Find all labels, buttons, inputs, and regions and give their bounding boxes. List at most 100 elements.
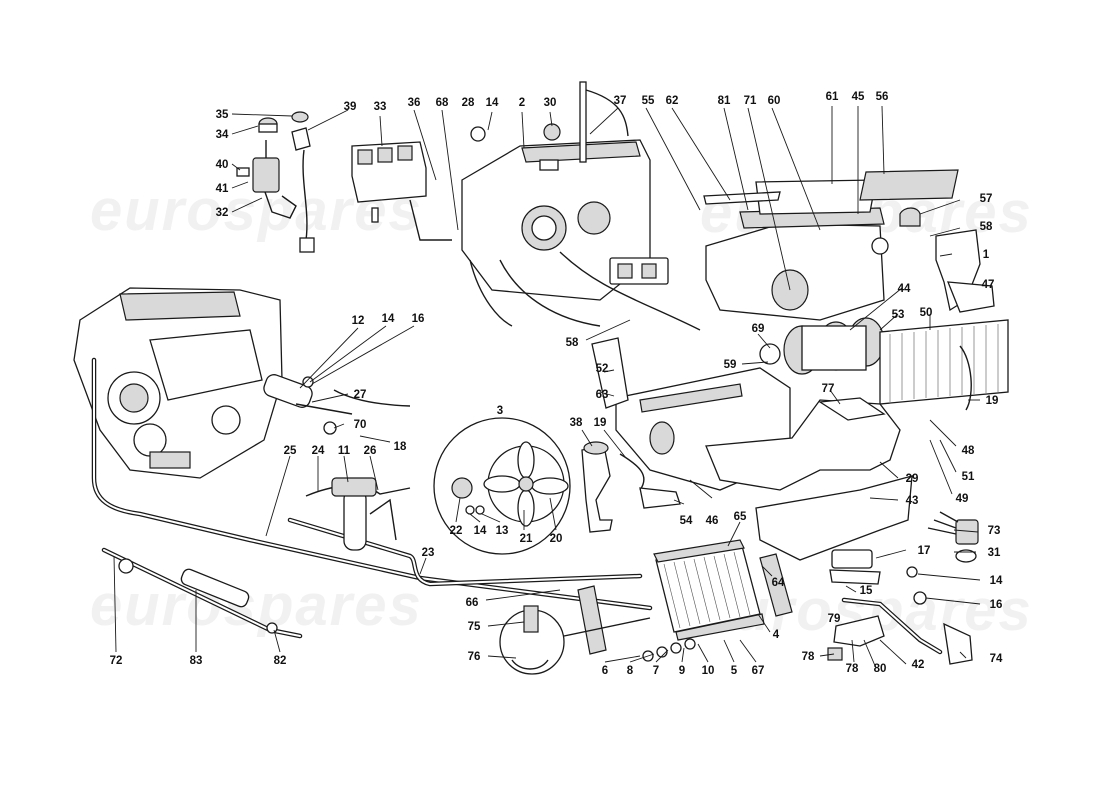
callout-63: 63 (596, 389, 609, 401)
callout-14-left: 14 (382, 313, 395, 325)
callout-46: 46 (706, 515, 719, 527)
callout-67: 67 (752, 665, 765, 677)
callout-23: 23 (422, 547, 435, 559)
callout-9: 9 (679, 665, 685, 677)
callout-59: 59 (724, 359, 737, 371)
callout-83: 83 (190, 655, 203, 667)
callout-47: 47 (982, 279, 995, 291)
callout-24: 24 (312, 445, 325, 457)
callout-62: 62 (666, 95, 679, 107)
callout-55: 55 (642, 95, 655, 107)
callout-16-right: 16 (990, 599, 1003, 611)
callout-15: 15 (860, 585, 873, 597)
condenser-fan-inset (433, 417, 571, 555)
callout-76: 76 (468, 651, 481, 663)
clamp-inset (499, 605, 651, 675)
callout-44: 44 (898, 283, 911, 295)
callout-78-right: 78 (846, 663, 859, 675)
callout-14-right: 14 (990, 575, 1003, 587)
callout-57: 57 (980, 193, 993, 205)
callout-8: 8 (627, 665, 634, 677)
callout-80: 80 (874, 663, 887, 675)
callout-35: 35 (216, 109, 229, 121)
callout-5: 5 (731, 665, 738, 677)
distribution-box (703, 169, 959, 321)
callout-38: 38 (570, 417, 583, 429)
callout-52: 52 (596, 363, 609, 375)
callout-14-top: 14 (486, 97, 499, 109)
callout-81: 81 (718, 95, 731, 107)
callout-2: 2 (519, 97, 525, 109)
refrigerant-lines (91, 357, 653, 611)
callout-53: 53 (892, 309, 905, 321)
callout-69: 69 (752, 323, 765, 335)
callout-73: 73 (988, 525, 1001, 537)
callout-36: 36 (408, 97, 421, 109)
callout-7: 7 (653, 665, 659, 677)
callout-40: 40 (216, 159, 229, 171)
callout-58-top: 58 (980, 221, 993, 233)
callout-10: 10 (702, 665, 715, 677)
callout-28: 28 (462, 97, 475, 109)
watermark-text: eurospares (90, 573, 423, 638)
callout-29: 29 (906, 473, 919, 485)
callout-66: 66 (466, 597, 479, 609)
callout-60: 60 (768, 95, 781, 107)
leader-lines (113, 105, 981, 669)
callout-70: 70 (354, 419, 367, 431)
relay-block (351, 141, 452, 241)
callout-54: 54 (680, 515, 693, 527)
callout-1: 1 (983, 249, 990, 261)
callout-68: 68 (436, 97, 449, 109)
callout-16-left: 16 (412, 313, 425, 325)
callout-75: 75 (468, 621, 481, 633)
line-end-83 (101, 547, 303, 639)
callout-33: 33 (374, 101, 387, 113)
callout-21: 21 (520, 533, 533, 545)
control-actuator-assembly (236, 111, 315, 253)
callout-37: 37 (614, 95, 627, 107)
callout-20: 20 (550, 533, 563, 545)
callout-18: 18 (394, 441, 407, 453)
pressure-switch-38 (581, 441, 681, 533)
callout-6: 6 (602, 665, 608, 677)
callout-78-left: 78 (802, 651, 815, 663)
callout-72: 72 (110, 655, 123, 667)
callout-31: 31 (988, 547, 1001, 559)
callout-58-mid: 58 (566, 337, 579, 349)
callout-26: 26 (364, 445, 377, 457)
callout-79: 79 (828, 613, 841, 625)
callout-56: 56 (876, 91, 889, 103)
blower-assembly (759, 317, 885, 375)
callout-14-fan: 14 (474, 525, 487, 537)
callout-65: 65 (734, 511, 747, 523)
callout-22: 22 (450, 525, 463, 537)
callout-50: 50 (920, 307, 933, 319)
callout-27: 27 (354, 389, 367, 401)
lower-casing (615, 367, 913, 561)
callout-71: 71 (744, 95, 757, 107)
callout-82: 82 (274, 655, 287, 667)
callout-11: 11 (338, 445, 351, 457)
callout-77: 77 (822, 383, 835, 395)
callout-49: 49 (956, 493, 969, 505)
condenser (577, 539, 793, 662)
evaporator-core (879, 319, 1009, 411)
callout-19-right: 19 (986, 395, 999, 407)
callout-25: 25 (284, 445, 297, 457)
callout-19-mid: 19 (594, 417, 607, 429)
callout-3: 3 (497, 405, 503, 417)
callout-48: 48 (962, 445, 975, 457)
callout-32: 32 (216, 207, 229, 219)
callout-13: 13 (496, 525, 509, 537)
callout-61: 61 (826, 91, 839, 103)
sensor-cluster-right (827, 511, 979, 665)
main-air-housing (461, 81, 701, 331)
callout-41: 41 (216, 183, 229, 195)
callout-4: 4 (773, 629, 780, 641)
callout-74: 74 (990, 653, 1003, 665)
callout-30: 30 (544, 97, 557, 109)
callout-43: 43 (906, 495, 919, 507)
callout-64: 64 (772, 577, 785, 589)
